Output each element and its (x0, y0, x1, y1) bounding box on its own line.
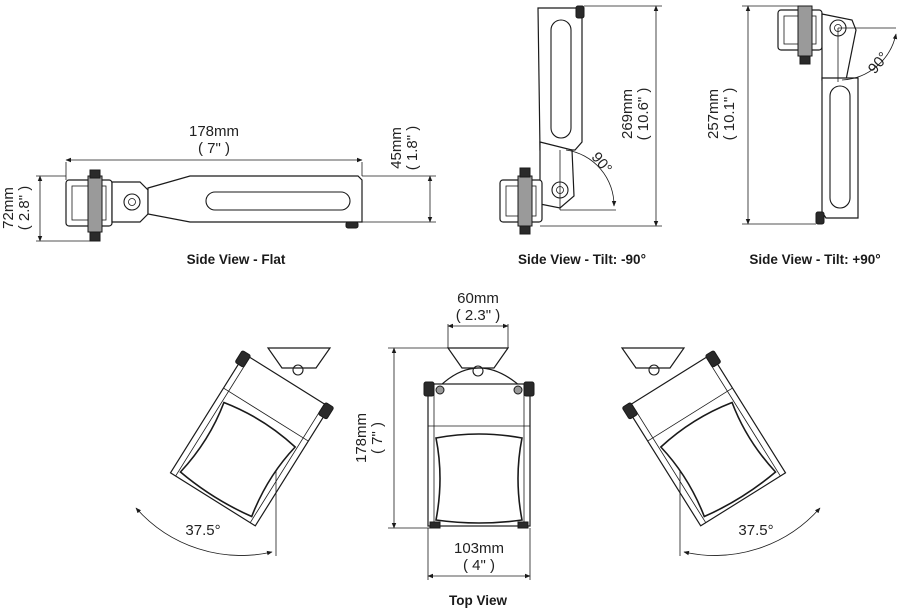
flat-length-mm: 178mm (189, 123, 239, 140)
top-width-mm: 60mm (457, 290, 499, 307)
top-view-swivel-left: 37.5° (135, 347, 334, 556)
tilt-minus-height-mm: 269mm (619, 89, 636, 139)
caption-side-tilt-minus: Side View - Tilt: -90° (518, 252, 646, 267)
flat-bolt (87, 175, 103, 233)
top-width-in: ( 2.3" ) (456, 307, 501, 324)
top-mount-plate (446, 347, 510, 369)
flat-height-mm: 72mm (0, 187, 17, 229)
caption-side-flat: Side View - Flat (187, 252, 286, 267)
top-view-center: 60mm ( 2.3" ) 178mm ( 7" ) 103mm ( 4" ) … (353, 290, 535, 608)
flat-depth-mm: 45mm (388, 127, 405, 169)
caption-top: Top View (449, 593, 508, 608)
swivel-right-angle: 37.5° (738, 522, 773, 539)
tilt-plus-height-in: ( 10.1" ) (721, 88, 738, 141)
top-pane (435, 433, 523, 524)
swivel-left-angle: 37.5° (185, 522, 220, 539)
tilt-minus-height-in: ( 10.6" ) (635, 88, 652, 141)
flat-length-in: ( 7" ) (198, 140, 230, 157)
tilt-plus-arm (821, 77, 859, 219)
flat-depth-in: ( 1.8" ) (404, 126, 421, 171)
tilt-minus-angle: 90° (588, 149, 616, 177)
top-length-in: ( 7" ) (369, 422, 386, 454)
side-view-tilt-plus: 90° 257mm ( 10.1" ) Side View - Tilt: +9… (705, 5, 898, 267)
top-view-swivel-right: 37.5° (620, 347, 821, 556)
flat-height-in: ( 2.8" ) (16, 186, 33, 231)
top-base-in: ( 4" ) (463, 557, 495, 574)
tilt-plus-height-mm: 257mm (705, 89, 722, 139)
flat-arm (147, 175, 363, 223)
top-base-mm: 103mm (454, 540, 504, 557)
flat-slot (205, 191, 351, 211)
tilt-minus-arm (537, 7, 583, 151)
side-view-flat: 178mm ( 7" ) 72mm ( 2.8" ) 45mm ( 1.8" )… (0, 123, 436, 267)
side-view-tilt-minus: 90° 269mm ( 10.6" ) Side View - Tilt: -9… (499, 5, 662, 267)
top-length-mm: 178mm (353, 413, 370, 463)
caption-side-tilt-plus: Side View - Tilt: +90° (749, 252, 880, 267)
